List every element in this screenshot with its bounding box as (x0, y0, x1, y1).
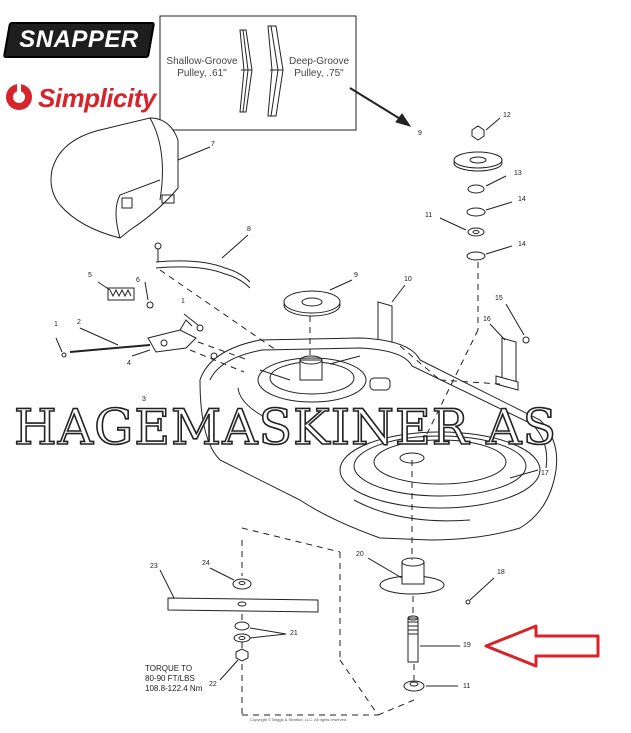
deep-groove-label: Deep-Groove Pulley, .75" (288, 56, 350, 79)
grass-chute (50, 117, 179, 239)
torque-line-3: 108.8-122.4 Nm (145, 684, 203, 693)
callout-23: 23 (150, 563, 158, 570)
callout-4: 4 (127, 360, 131, 367)
pulley-inset-box (159, 15, 357, 131)
spindle-shaft (407, 615, 419, 663)
callout-16: 16 (483, 316, 491, 323)
callout-19: 19 (463, 642, 471, 649)
deep-groove-pulley-figure (267, 25, 284, 117)
callout-9-deck: 9 (354, 272, 358, 279)
callout-2: 2 (77, 319, 81, 326)
callout-12: 12 (503, 112, 511, 119)
callout-24: 24 (202, 560, 210, 567)
callout-17: 17 (541, 470, 549, 477)
deck-pulley (283, 290, 341, 317)
callout-1-right: 1 (181, 298, 185, 305)
callout-14-upper: 14 (518, 196, 526, 203)
callout-9-spindle: 9 (418, 130, 422, 137)
simplicity-logo-text: Simplicity (38, 83, 156, 113)
callout-7: 7 (211, 141, 215, 148)
callout-5: 5 (88, 272, 92, 279)
callout-11-lower: 11 (463, 683, 471, 690)
callout-3: 3 (142, 396, 146, 403)
red-arrow-icon (484, 624, 600, 668)
spindle-housing (379, 557, 445, 595)
callout-8: 8 (247, 226, 251, 233)
torque-line-1: TORQUE TO (145, 664, 193, 673)
callout-21: 21 (290, 630, 298, 637)
copyright-text: Copyright © Briggs & Stratton, LLC. All … (250, 717, 348, 722)
mower-blade (167, 597, 319, 613)
blade-nut-22 (235, 648, 249, 662)
spring (107, 287, 135, 301)
blade-adapter-24 (232, 578, 252, 590)
shallow-groove-label: Shallow-Groove Pulley, .61" (166, 56, 238, 79)
mower-deck (199, 337, 558, 541)
callout-10: 10 (404, 276, 412, 283)
inset-pointer-arrow (349, 87, 403, 121)
callout-6: 6 (136, 277, 140, 284)
simplicity-s-icon (6, 84, 32, 110)
torque-line-2: 80-90 FT/LBS (145, 674, 195, 683)
callout-11-upper: 11 (425, 212, 433, 219)
washers-21 (233, 621, 251, 643)
bearing-11-lower (403, 680, 425, 692)
idler-bracket (147, 319, 197, 353)
callout-22: 22 (209, 681, 217, 688)
callout-18: 18 (497, 569, 505, 576)
bracket-16 (495, 337, 519, 391)
simplicity-logo: Simplicity (4, 80, 156, 116)
callout-13: 13 (514, 170, 522, 177)
spindle-pulley-stack (453, 125, 503, 261)
assembly-guide-lines (159, 262, 501, 716)
callout-20: 20 (356, 551, 364, 558)
callout-14-lower: 14 (518, 241, 526, 248)
chute-rod (154, 242, 251, 289)
dealer-watermark: HAGEMASKINER AS (13, 398, 558, 457)
callout-1-left: 1 (54, 321, 58, 328)
callout-15: 15 (495, 295, 503, 302)
torque-note: TORQUE TO 80-90 FT/LBS 108.8-122.4 Nm (145, 664, 202, 694)
shallow-groove-pulley-figure (239, 29, 253, 113)
